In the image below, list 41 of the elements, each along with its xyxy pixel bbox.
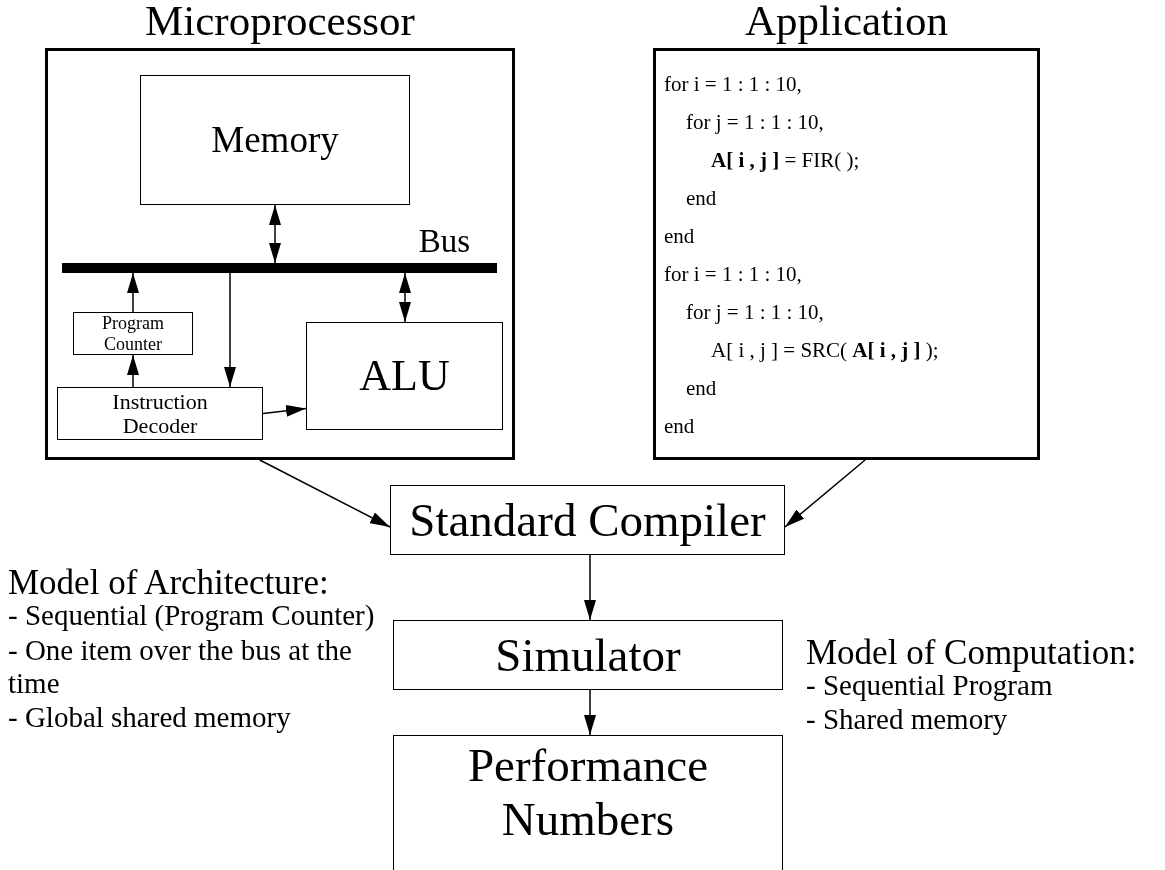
node-label: Program Counter	[101, 312, 165, 355]
simulator-box	[393, 620, 783, 690]
code-line: for i = 1 : 1 : 10,	[664, 262, 802, 287]
arrow	[399, 272, 411, 323]
memory-box	[140, 75, 410, 205]
section-heading: Model of Computation:	[806, 633, 1138, 674]
arrow	[259, 459, 391, 528]
code-line: for i = 1 : 1 : 10,	[664, 72, 802, 97]
performance-box	[393, 735, 783, 870]
program-counter-box	[73, 312, 193, 355]
bus-label: Bus	[418, 223, 470, 261]
node-label: Simulator	[495, 627, 681, 682]
compiler-box	[390, 485, 785, 555]
node-label: Standard Compiler	[409, 492, 766, 547]
panel-title: Microprocessor	[145, 0, 415, 46]
arrow	[127, 354, 139, 388]
code-line: for j = 1 : 1 : 10,	[686, 110, 824, 135]
code-line: for j = 1 : 1 : 10,	[686, 300, 824, 325]
arrow	[262, 404, 307, 417]
list-item: - One item over the bus at the time	[8, 634, 353, 701]
list-item: - Global shared memory	[8, 701, 292, 735]
panel-title: Application	[745, 0, 948, 46]
arrow	[127, 272, 139, 313]
code-line: end	[664, 224, 695, 249]
node-label: Memory	[211, 118, 339, 162]
arrow	[584, 689, 596, 736]
alu-box	[306, 322, 503, 430]
node-label: Instruction Decoder	[111, 390, 209, 437]
arrow	[784, 459, 866, 528]
instruction-decoder-box	[57, 387, 263, 440]
code-line: end	[664, 414, 695, 439]
code-line: A[ i , j ] = SRC( A[ i , j ] );	[711, 338, 939, 363]
list-item: - Shared memory	[806, 703, 1009, 737]
code-line: A[ i , j ] = FIR( );	[711, 148, 860, 173]
code-line: end	[686, 186, 717, 211]
node-label: Performance Numbers	[466, 738, 710, 847]
arrow	[224, 272, 236, 388]
arrow	[269, 204, 281, 264]
code-line: end	[686, 376, 717, 401]
node-label: ALU	[359, 350, 450, 402]
arrow	[584, 554, 596, 621]
